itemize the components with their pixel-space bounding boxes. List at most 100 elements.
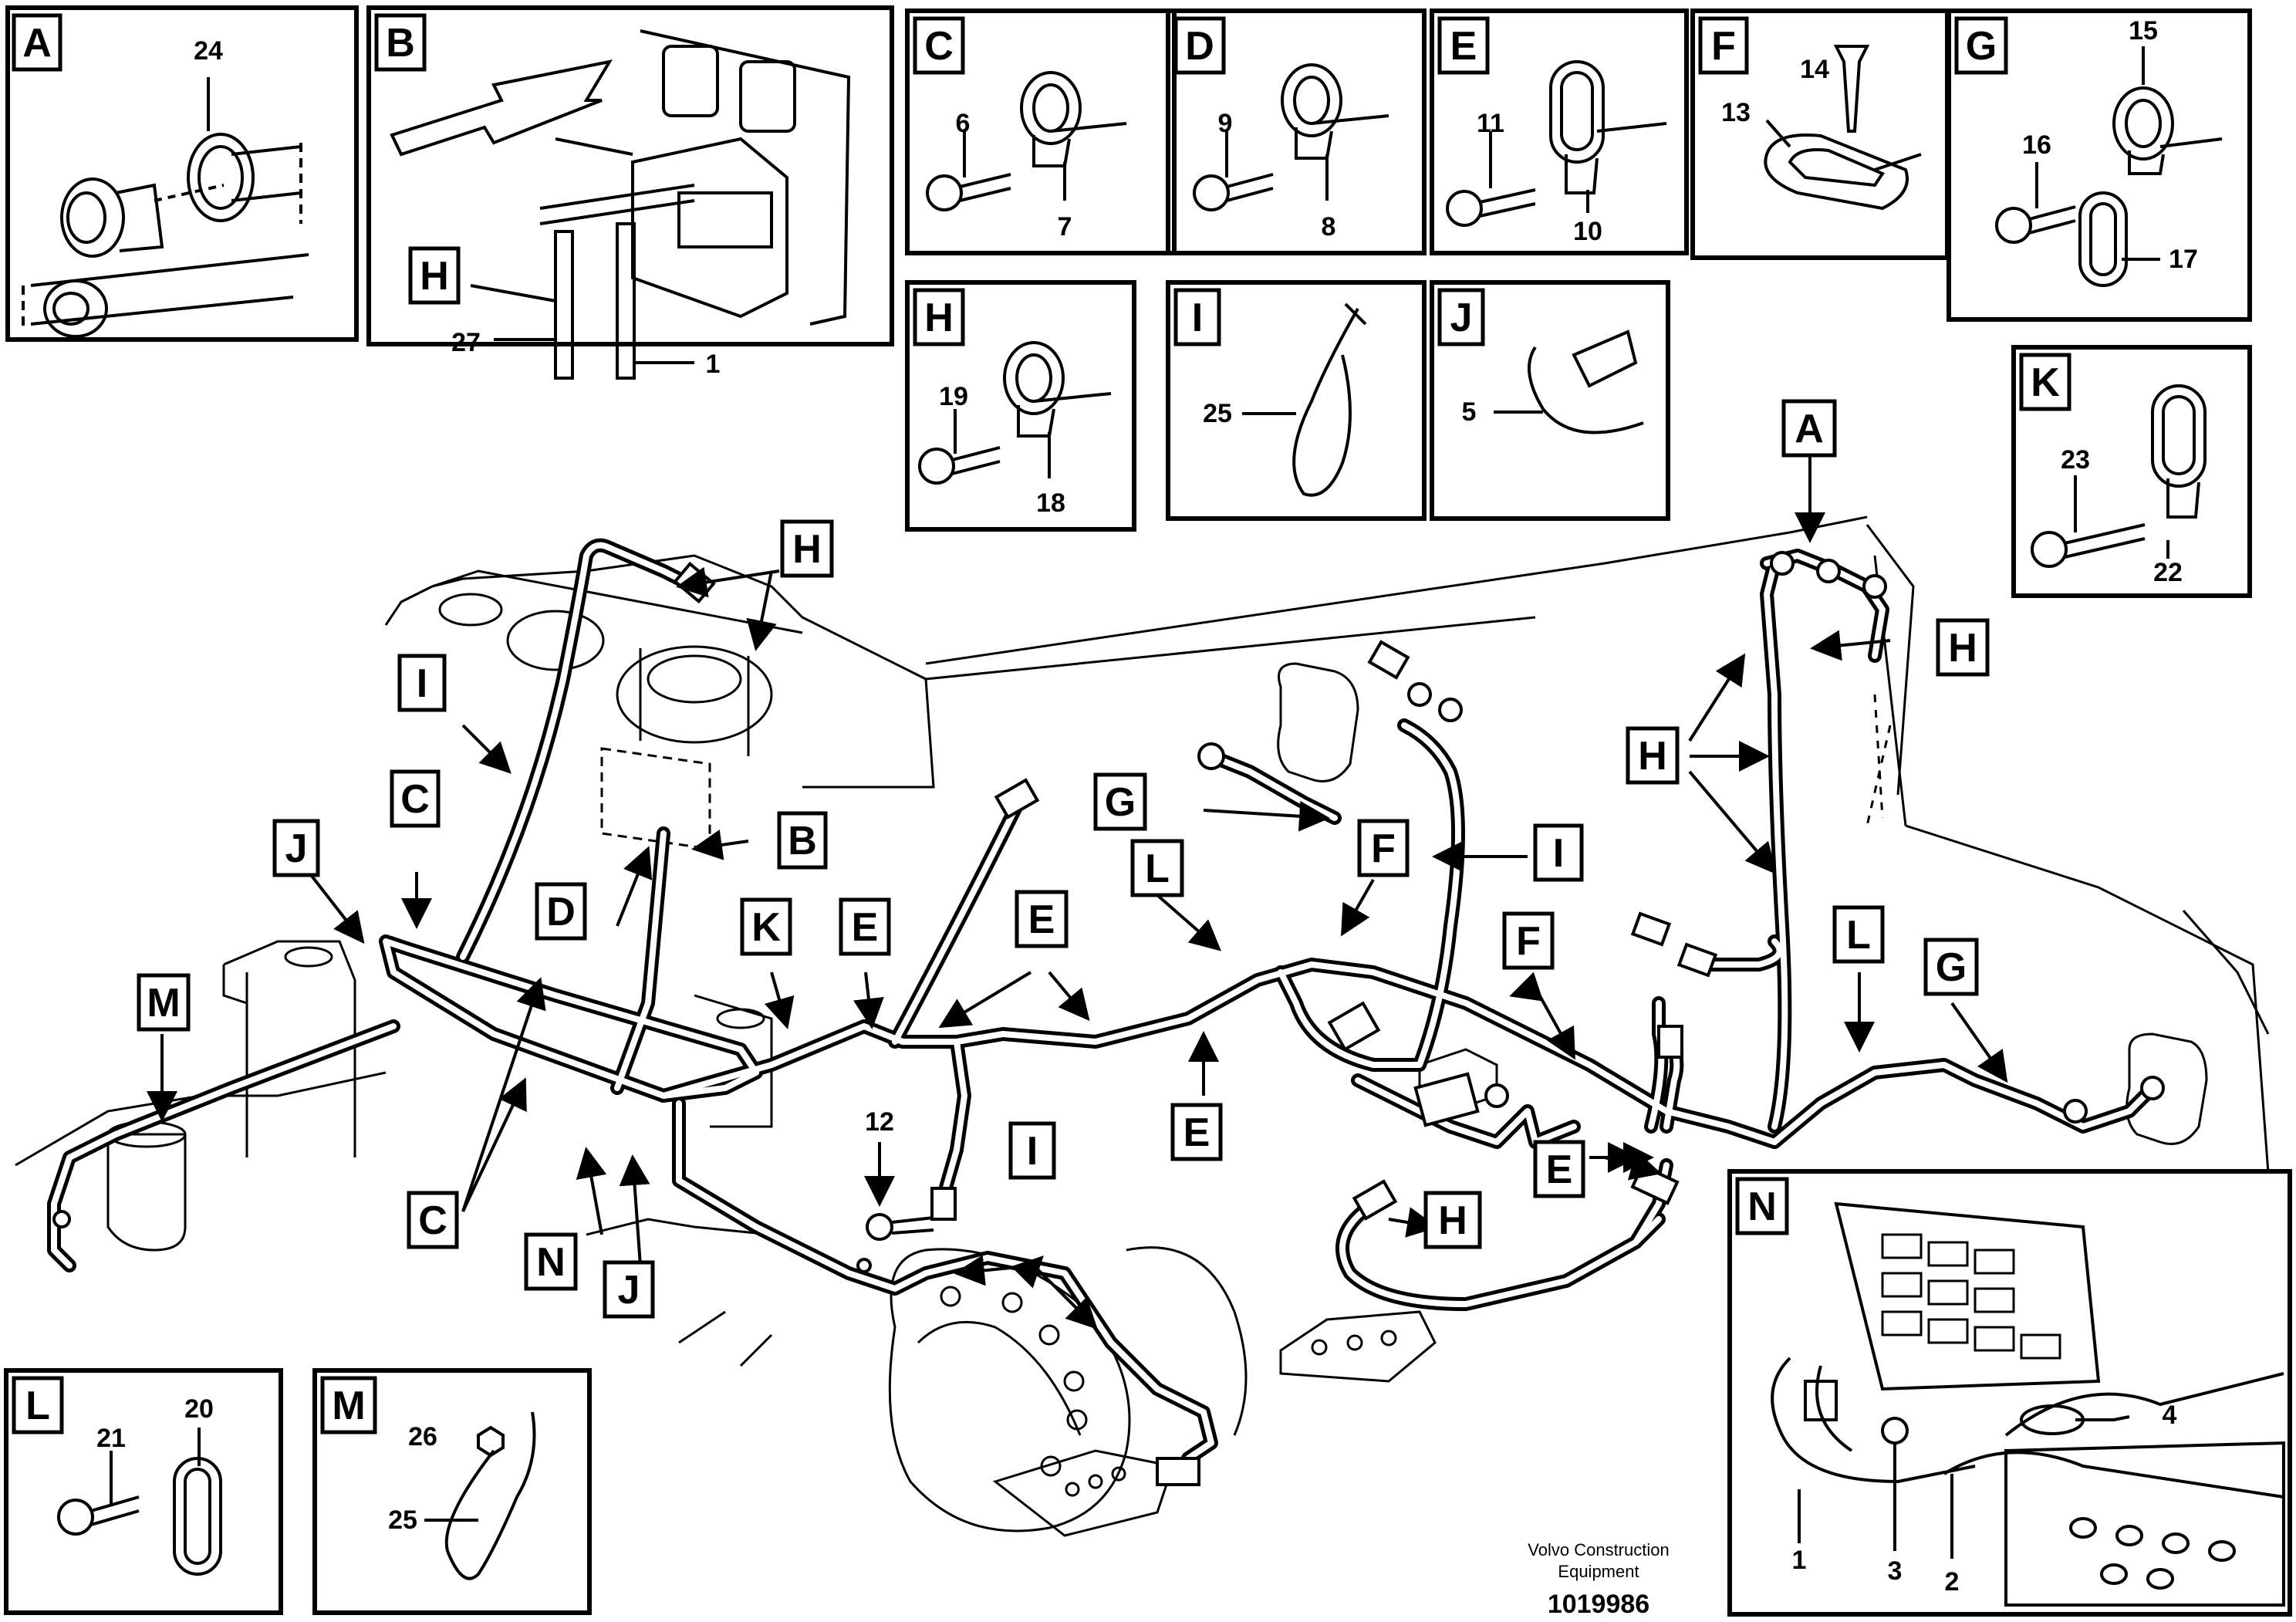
callout-c-bottom: C	[418, 1198, 447, 1243]
panel-b-drawing	[390, 29, 851, 380]
panel-i-part-25: 25	[1203, 399, 1232, 428]
callout-c-top: C	[400, 777, 430, 822]
panel-g-drawing	[1995, 46, 2223, 287]
callout-boxes	[137, 399, 1990, 1319]
leader-lines	[147, 448, 2008, 1330]
panel-a-frame	[5, 5, 359, 342]
callout-e-2: E	[1028, 897, 1055, 942]
panel-letters: A B C D E F G H I J K L M N	[22, 21, 2060, 1428]
panel-n-part-1: 1	[1792, 1546, 1807, 1575]
panel-b-frame	[366, 5, 894, 346]
callout-j-left: J	[285, 826, 308, 871]
panel-d-part-8: 8	[1322, 212, 1336, 242]
callout-h-top: H	[792, 527, 822, 572]
panel-g-letter: G	[1966, 24, 1997, 69]
panel-e-part-11: 11	[1477, 109, 1504, 138]
panel-n-frame	[1727, 1169, 2292, 1617]
panel-c-frame	[905, 8, 1177, 255]
panel-l-part-21: 21	[96, 1424, 126, 1453]
panel-n-part-4: 4	[2163, 1401, 2177, 1430]
callout-i-mid: I	[1553, 831, 1564, 876]
panel-h-part-19: 19	[939, 382, 968, 411]
panel-h-drawing	[918, 341, 1112, 485]
callout-b: B	[788, 819, 817, 863]
panel-e-frame	[1430, 8, 1689, 255]
panel-l-frame	[4, 1368, 283, 1615]
panel-h-part-18: 18	[1036, 488, 1065, 518]
part-12-bolt	[866, 1213, 934, 1241]
callout-e-1: E	[852, 905, 879, 950]
panel-d-part-9: 9	[1218, 109, 1233, 138]
panel-d-letter: D	[1185, 24, 1214, 69]
callout-d: D	[546, 890, 576, 934]
panel-n-drawing	[1771, 1201, 2285, 1607]
part-12-label: 12	[865, 1107, 894, 1137]
footer-company-line2: Equipment	[1558, 1562, 1639, 1581]
panel-d-drawing	[1193, 63, 1389, 211]
panel-c-letter: C	[924, 24, 954, 69]
panel-n-part-3: 3	[1888, 1556, 1903, 1586]
callout-i-left: I	[417, 661, 427, 706]
panel-b-part-1: 1	[706, 350, 721, 379]
panel-e-drawing	[1446, 60, 1667, 227]
panel-g-frame	[1947, 8, 2252, 322]
panel-f-letter: F	[1711, 24, 1736, 69]
panel-c-part-6: 6	[956, 109, 971, 138]
panel-letter-boxes	[12, 13, 2071, 1434]
panel-n-part-2: 2	[1945, 1567, 1960, 1597]
callout-f-mid: F	[1371, 826, 1396, 871]
panel-c-drawing	[926, 71, 1127, 211]
callout-l-2: L	[1846, 913, 1871, 958]
callout-e-4: E	[1546, 1147, 1573, 1192]
callout-k: K	[751, 905, 781, 950]
panel-j-drawing	[1494, 329, 1644, 434]
panel-f-part-14: 14	[1800, 55, 1829, 84]
panel-b-callout-box	[408, 246, 461, 305]
callout-h-right: H	[1948, 626, 1977, 671]
panel-k-drawing	[2031, 384, 2207, 568]
panel-g-part-16: 16	[2022, 130, 2051, 160]
panel-a-drawing	[22, 77, 309, 338]
panel-i-frame	[1166, 280, 1427, 521]
panel-m-drawing	[424, 1411, 536, 1580]
panel-m-part-25: 25	[388, 1505, 417, 1535]
panel-a-letter: A	[22, 21, 52, 66]
direction-arrow	[390, 59, 613, 157]
callout-i-bottom: I	[1027, 1129, 1038, 1174]
panel-h-letter: H	[924, 296, 954, 340]
panel-g-part-15: 15	[2129, 16, 2158, 46]
panel-m-letter: M	[332, 1384, 365, 1428]
panel-a-part-24: 24	[194, 36, 223, 66]
panel-l-drawing	[57, 1428, 222, 1576]
panel-c-part-7: 7	[1058, 212, 1072, 242]
panel-k-letter: K	[2031, 360, 2060, 405]
callout-a: A	[1795, 407, 1824, 451]
panel-l-letter: L	[25, 1384, 50, 1428]
callout-h-bottom: H	[1438, 1198, 1467, 1243]
panel-k-part-23: 23	[2061, 445, 2090, 475]
footer-company-line1: Volvo Construction	[1528, 1540, 1669, 1559]
callout-letters: H I C J M D B K E E L G F I A H H F L G …	[147, 407, 1977, 1313]
callout-h-mid: H	[1638, 734, 1667, 779]
panel-d-frame	[1166, 8, 1427, 255]
panel-j-frame	[1430, 280, 1670, 521]
footer-document-number: 1019986	[1548, 1590, 1649, 1619]
panel-f-part-13: 13	[1721, 98, 1751, 127]
panel-k-frame	[2011, 345, 2252, 598]
callout-l-1: L	[1145, 846, 1170, 891]
panel-j-part-5: 5	[1462, 397, 1477, 427]
panel-n-letter: N	[1747, 1184, 1777, 1229]
harness-cables-outline	[47, 538, 2159, 1465]
callout-g-mid: G	[1105, 780, 1136, 825]
panel-g-part-17: 17	[2169, 245, 2198, 274]
callout-g-right: G	[1936, 945, 1967, 990]
panel-b-callout-h: H	[420, 254, 449, 299]
panel-m-part-26: 26	[408, 1422, 437, 1451]
panel-i-drawing	[1242, 302, 1367, 497]
panel-j-letter: J	[1450, 296, 1473, 340]
panel-l-part-20: 20	[184, 1394, 214, 1424]
panel-b-part-27: 27	[451, 328, 481, 357]
panel-m-frame	[312, 1368, 592, 1615]
callout-f-2: F	[1516, 919, 1541, 964]
